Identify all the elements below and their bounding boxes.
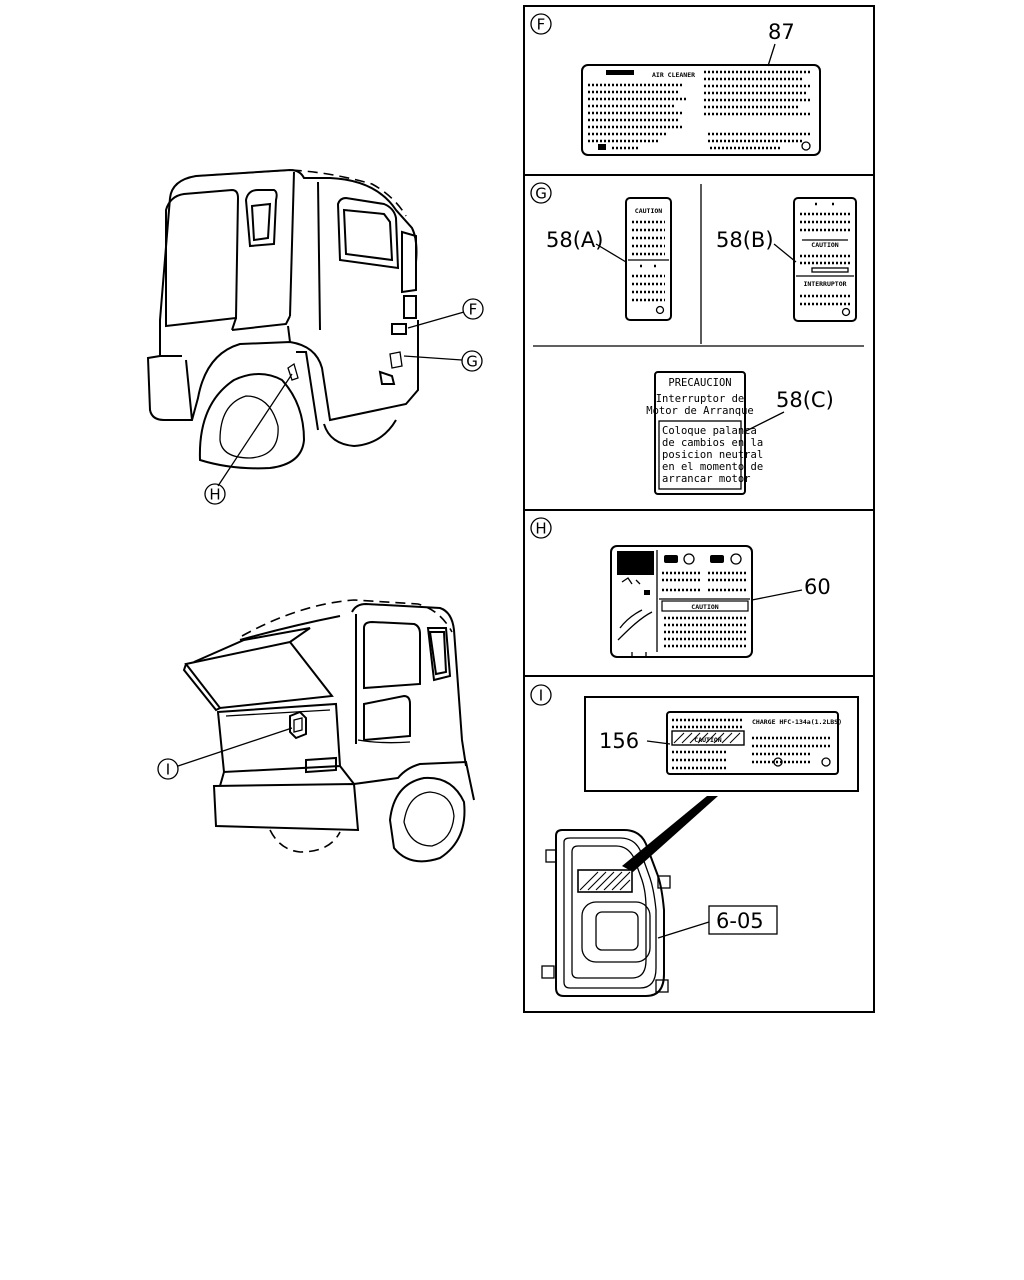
svg-text:H: H [535, 520, 546, 538]
panel-f-marker: F [530, 13, 552, 35]
callout-6-05-box [708, 905, 778, 935]
svg-text:CHARGE HFC-134a(1.2LBS): CHARGE HFC-134a(1.2LBS) [752, 718, 842, 726]
svg-text:Coloque palanca: Coloque palanca [662, 425, 757, 437]
label-87: AIR CLEANER [581, 64, 821, 156]
label-60: CAUTION [610, 545, 753, 658]
svg-text:F: F [537, 16, 546, 34]
label-58a: CAUTION [625, 197, 672, 321]
panel-g-marker: G [530, 182, 552, 204]
compartment-outline [541, 829, 671, 997]
svg-text:H: H [209, 486, 220, 504]
svg-text:AIR CLEANER: AIR CLEANER [652, 71, 695, 79]
callout-58c: 58(C) [776, 388, 834, 412]
pointer-wedge [622, 796, 718, 872]
label-58c: PRECAUCION Interruptor de Motor de Arran… [646, 371, 763, 495]
callout-87: 87 [768, 20, 795, 44]
svg-text:CAUTION: CAUTION [635, 207, 662, 215]
callout-60: 60 [804, 575, 831, 599]
callout-58b: 58(B) [716, 228, 774, 252]
svg-text:en el momento de: en el momento de [662, 461, 763, 473]
svg-text:CAUTION: CAUTION [694, 736, 721, 744]
truck-rear-view: F G H [146, 168, 484, 505]
svg-text:I: I [539, 687, 543, 705]
svg-text:CAUTION: CAUTION [691, 603, 718, 611]
callout-6-05: 6-05 [716, 909, 764, 933]
svg-text:posicion neutral: posicion neutral [662, 449, 763, 461]
label-58b: CAUTION INTERRUPTOR [793, 197, 857, 322]
panel-g: G 58(A) CAUTION 58(B) CAUTION INTERRUPTO… [530, 182, 857, 495]
svg-text:Motor de Arranque: Motor de Arranque [646, 405, 753, 417]
panel-frames [523, 5, 875, 1013]
svg-text:G: G [466, 353, 478, 371]
svg-text:de cambios en la: de cambios en la [662, 437, 763, 449]
svg-text:INTERRUPTOR: INTERRUPTOR [803, 280, 846, 288]
panel-i: I 156 CAUTION CHARGE HFC-134a(1.2LBS) [530, 684, 859, 997]
panel-h-marker: H [530, 517, 552, 539]
label-g-position [378, 370, 396, 385]
svg-text:I: I [166, 761, 170, 779]
callout-58a: 58(A) [546, 228, 603, 252]
label-156: CAUTION CHARGE HFC-134a(1.2LBS) [666, 711, 842, 775]
label-i-position [289, 710, 307, 740]
precaucion-title: PRECAUCION [668, 377, 731, 389]
panel-f: F 87 AIR CLEANER [530, 13, 821, 156]
svg-text:CAUTION: CAUTION [811, 241, 838, 249]
marker-f: F [462, 298, 484, 320]
callout-156: 156 [599, 729, 639, 753]
svg-text:G: G [535, 185, 547, 203]
svg-text:arrancar motor: arrancar motor [662, 473, 751, 485]
panel-i-marker: I [530, 684, 552, 706]
marker-i: I [157, 758, 179, 780]
svg-text:Interruptor de: Interruptor de [656, 393, 745, 405]
panel-h: H 60 CAUTION [530, 517, 831, 658]
marker-g: G [461, 350, 483, 372]
marker-h: H [204, 483, 226, 505]
svg-text:F: F [469, 301, 478, 319]
label-f-position [391, 323, 407, 335]
truck-front-view: I [157, 599, 475, 863]
